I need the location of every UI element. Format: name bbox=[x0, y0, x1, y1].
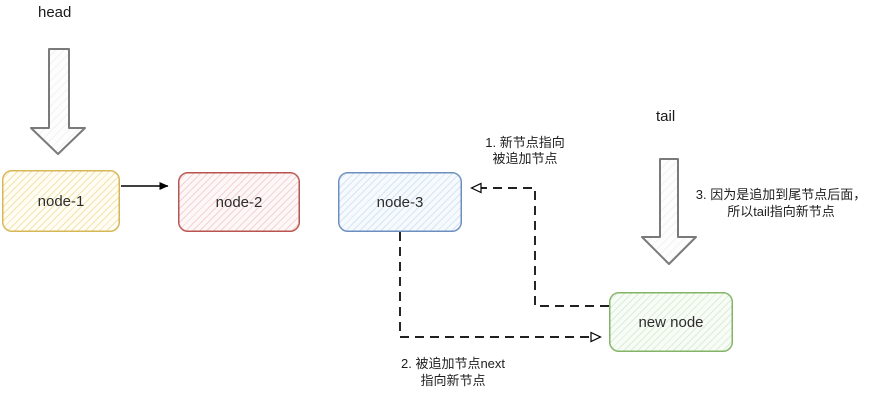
tail-label: tail bbox=[656, 108, 676, 125]
annotation-step-2: 2. 被追加节点next 指向新节点 bbox=[383, 355, 523, 389]
node-2-box: node-2 bbox=[178, 172, 300, 232]
tail-down-arrow-icon bbox=[641, 158, 697, 265]
new-node-box: new node bbox=[609, 292, 733, 352]
new-node-label: new node bbox=[638, 313, 704, 331]
edge-node3-to-newnode bbox=[399, 232, 602, 343]
node-1-label: node-1 bbox=[37, 192, 85, 210]
annotation-step-1-line-1: 1. 新节点指向 bbox=[485, 135, 565, 150]
edge-newnode-to-node3 bbox=[470, 182, 609, 307]
node-1-box: node-1 bbox=[2, 170, 120, 232]
node-3-label: node-3 bbox=[376, 193, 424, 211]
annotation-step-2-line-2: 指向新节点 bbox=[420, 373, 486, 388]
node-2-label: node-2 bbox=[215, 193, 263, 211]
head-label: head bbox=[38, 4, 72, 21]
head-down-arrow-icon bbox=[30, 48, 86, 155]
annotation-step-2-line-1: 2. 被追加节点next bbox=[400, 356, 506, 371]
annotation-step-1: 1. 新节点指向 被追加节点 bbox=[455, 135, 595, 167]
node-3-box: node-3 bbox=[338, 172, 462, 232]
annotation-step-3: 3. 因为是追加到尾节点后面， 所以tail指向新节点 bbox=[672, 186, 890, 220]
annotation-step-3-line-2: 所以tail指向新节点 bbox=[727, 204, 835, 219]
annotation-step-3-line-1: 3. 因为是追加到尾节点后面， bbox=[695, 187, 867, 202]
annotation-step-1-line-2: 被追加节点 bbox=[492, 151, 558, 166]
